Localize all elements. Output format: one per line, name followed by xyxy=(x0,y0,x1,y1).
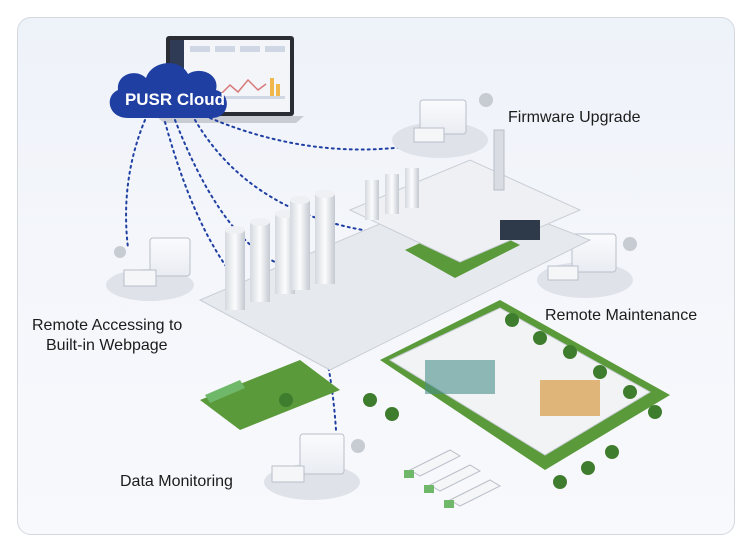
trees xyxy=(279,313,662,489)
link-firmware xyxy=(209,117,413,151)
remote-access-device-platform xyxy=(106,237,194,301)
data-monitoring-device-platform xyxy=(264,433,365,500)
link-remote-access xyxy=(125,119,146,249)
silo-cluster xyxy=(225,168,419,310)
remote-maintenance-label: Remote Maintenance xyxy=(545,307,698,324)
firmware-device-platform xyxy=(392,93,493,158)
remote-access-label-line1: Remote Accessing to xyxy=(32,317,183,334)
remote-access-label-line2: Built-in Webpage xyxy=(46,337,168,354)
data-monitoring-label: Data Monitoring xyxy=(120,473,233,490)
pusr-cloud-icon xyxy=(109,63,227,118)
maintenance-device-platform xyxy=(537,233,637,298)
pusr-cloud-label: PUSR Cloud xyxy=(124,90,226,109)
link-factory xyxy=(164,121,256,301)
delivery-trucks xyxy=(205,380,502,508)
firmware-upgrade-label: Firmware Upgrade xyxy=(508,109,641,126)
factory-complex xyxy=(198,129,670,470)
